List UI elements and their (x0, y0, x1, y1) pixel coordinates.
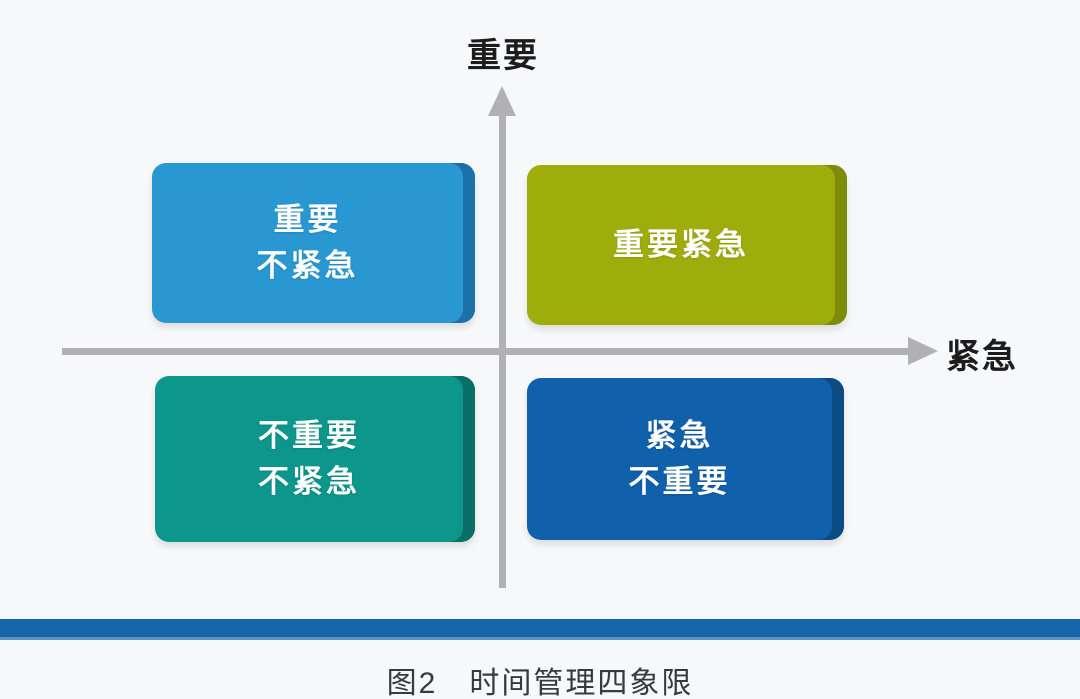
figure-caption: 图2 时间管理四象限 (386, 667, 694, 699)
right-arrow-icon (908, 337, 938, 365)
y-axis-label: 重要 (467, 37, 539, 75)
quadrant-label-line: 紧急 (645, 417, 714, 453)
quadrant-important-urgent: 重要紧急 (527, 165, 847, 325)
quadrant-urgent-not-important: 紧急 不重要 (527, 378, 844, 540)
quadrant-label-line: 不紧急 (256, 248, 359, 283)
quadrant-label-line: 不重要 (628, 464, 731, 499)
quadrant-label-line: 不重要 (258, 417, 360, 453)
quadrant-label-line: 重要 (273, 201, 342, 237)
x-axis-line (62, 348, 912, 355)
quadrant-important-not-urgent: 重要 不紧急 (152, 163, 475, 323)
bottom-divider-bar (0, 619, 1080, 640)
quadrant-not-important-not-urgent: 不重要 不紧急 (155, 376, 475, 542)
quadrant-label-line: 重要紧急 (613, 226, 749, 262)
quadrant-label-line: 不紧急 (258, 464, 360, 499)
x-axis-label: 紧急 (946, 338, 1018, 376)
up-arrow-icon (488, 86, 516, 116)
